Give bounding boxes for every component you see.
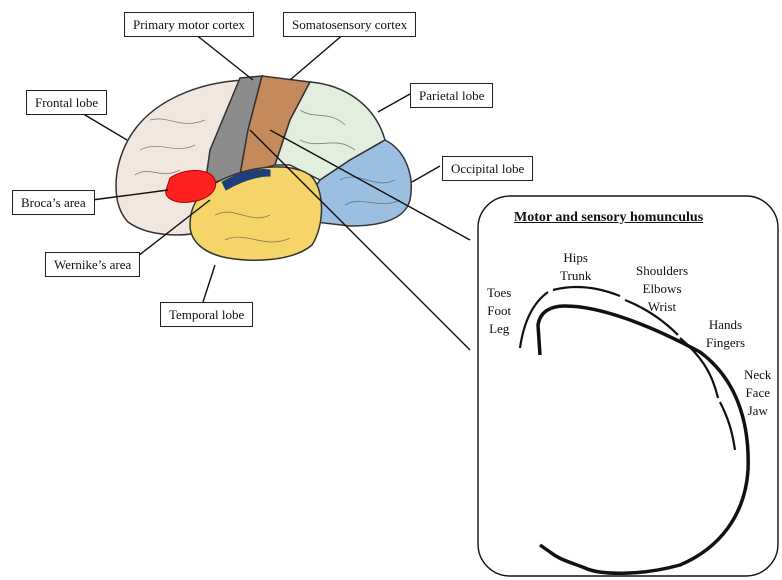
label-occipital-lobe: Occipital lobe bbox=[442, 156, 533, 181]
homunculus-line: Trunk bbox=[560, 267, 591, 285]
homunculus-line: Jaw bbox=[744, 402, 771, 420]
homunculus-line: Neck bbox=[744, 366, 771, 384]
homunculus-line: Fingers bbox=[706, 334, 745, 352]
label-frontal-lobe: Frontal lobe bbox=[26, 90, 107, 115]
label-wernikes-area: Wernike’s area bbox=[45, 252, 140, 277]
homunculus-line: Foot bbox=[487, 302, 511, 320]
homunculus-line: Hips bbox=[560, 249, 591, 267]
label-somatosensory-cortex: Somatosensory cortex bbox=[283, 12, 416, 37]
homunculus-line: Wrist bbox=[636, 298, 688, 316]
label-brocas-area: Broca’s area bbox=[12, 190, 95, 215]
homunculus-line: Hands bbox=[706, 316, 745, 334]
homunculus-line: Face bbox=[744, 384, 771, 402]
homunculus-group-shoulders-elbows-wrist: Shoulders Elbows Wrist bbox=[636, 262, 688, 316]
homunculus-line: Elbows bbox=[636, 280, 688, 298]
label-temporal-lobe: Temporal lobe bbox=[160, 302, 253, 327]
homunculus-group-toes-foot-leg: Toes Foot Leg bbox=[487, 284, 511, 338]
homunculus-group-hips-trunk: Hips Trunk bbox=[560, 249, 591, 285]
homunculus-group-neck-face-jaw: Neck Face Jaw bbox=[744, 366, 771, 420]
homunculus-line: Shoulders bbox=[636, 262, 688, 280]
label-parietal-lobe: Parietal lobe bbox=[410, 83, 493, 108]
homunculus-title: Motor and sensory homunculus bbox=[514, 210, 703, 226]
homunculus-line: Toes bbox=[487, 284, 511, 302]
homunculus-line: Leg bbox=[487, 320, 511, 338]
homunculus-group-hands-fingers: Hands Fingers bbox=[706, 316, 745, 352]
label-primary-motor-cortex: Primary motor cortex bbox=[124, 12, 254, 37]
